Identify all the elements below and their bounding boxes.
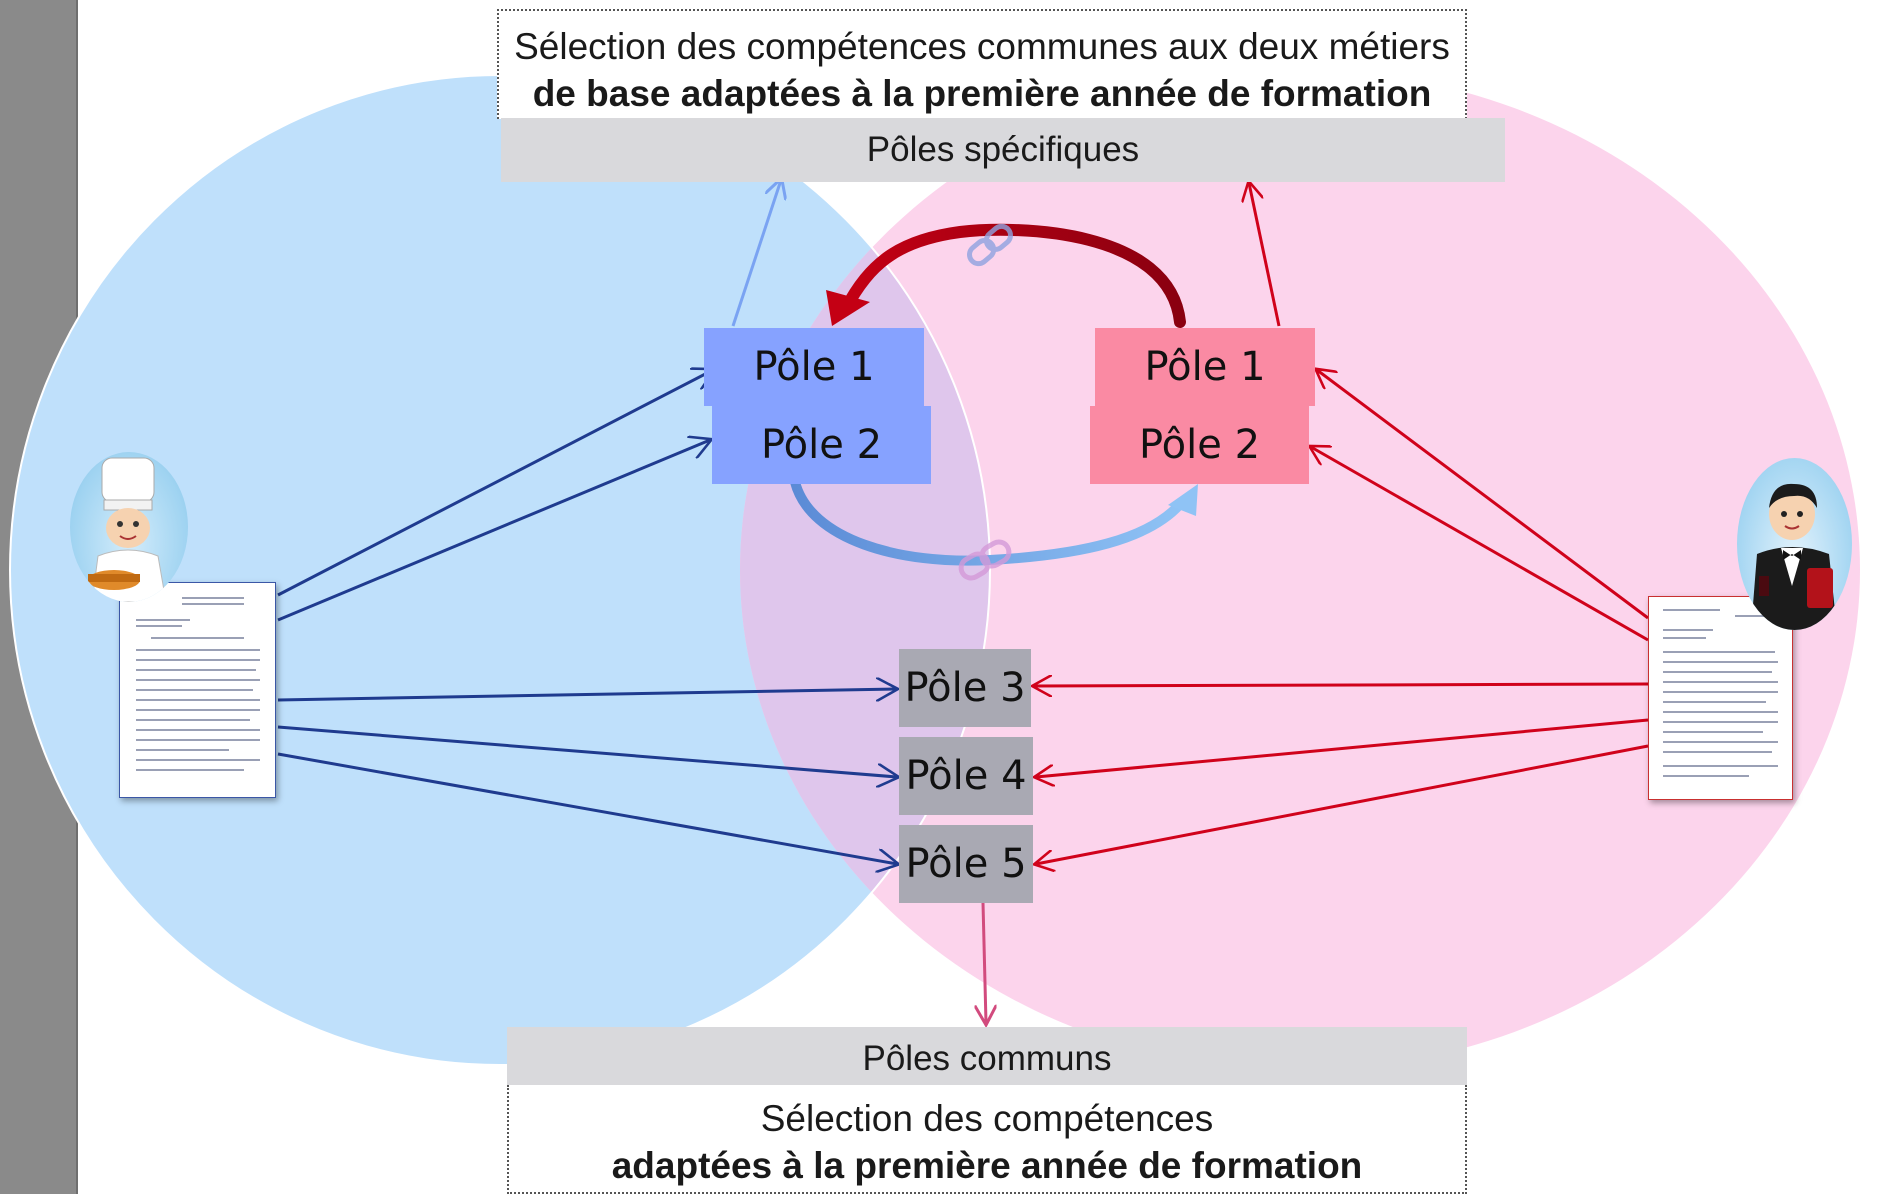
waiter-icon [1737, 458, 1852, 630]
common-poles-bar: Pôles communs [507, 1027, 1467, 1091]
arrow-doc-right-pole5 [1036, 744, 1649, 864]
arrow-doc-right-pole3 [1034, 684, 1649, 686]
right-pole-2: Pôle 2 [1090, 406, 1309, 484]
arrow-pole5-common [983, 902, 986, 1023]
common-pole-5: Pôle 5 [899, 825, 1033, 903]
common-pole-4: Pôle 4 [899, 737, 1033, 815]
common-pole-3: Pôle 3 [899, 649, 1031, 727]
blue-swoosh-head [1168, 484, 1198, 516]
arrow-doc-right-pole1 [1317, 370, 1649, 620]
blue-up-arrow [731, 180, 781, 327]
bottom-caption-line1: Sélection des compétences [760, 1098, 1214, 1139]
red-up-arrow [1249, 183, 1281, 327]
right-circle [740, 70, 1860, 1070]
arrow-doc-right-pole2 [1311, 447, 1649, 642]
left-document-icon [119, 582, 276, 798]
left-circle [10, 75, 990, 1065]
specific-poles-bar: Pôles spécifiques [501, 118, 1505, 182]
arrow-doc-left-pole3 [277, 689, 896, 702]
red-swoosh-head [826, 290, 870, 326]
top-caption: Sélection des compétences communes aux d… [497, 9, 1467, 119]
arrow-doc-left-pole4 [277, 725, 897, 777]
arrow-doc-right-pole4 [1036, 718, 1649, 777]
bottom-caption: Sélection des compétences adaptées à la … [507, 1085, 1467, 1194]
top-caption-line2: de base adaptées à la première année de … [532, 73, 1432, 114]
right-document-icon [1648, 596, 1793, 800]
red-swoosh-arrow [839, 223, 1186, 328]
arrow-doc-left-pole5 [277, 752, 897, 864]
left-pole-2: Pôle 2 [712, 406, 931, 484]
chain-link-icon [967, 223, 1013, 267]
chain-link-icon-bottom [958, 539, 1012, 581]
left-pole-1: Pôle 1 [704, 328, 924, 406]
chef-icon [70, 452, 188, 602]
arrow-doc-left-pole1 [277, 370, 713, 597]
top-caption-line1: Sélection des compétences communes aux d… [514, 26, 1450, 67]
arrow-doc-left-pole2 [277, 440, 710, 622]
right-pole-1: Pôle 1 [1095, 328, 1315, 406]
bottom-caption-line2: adaptées à la première année de formatio… [611, 1145, 1363, 1186]
